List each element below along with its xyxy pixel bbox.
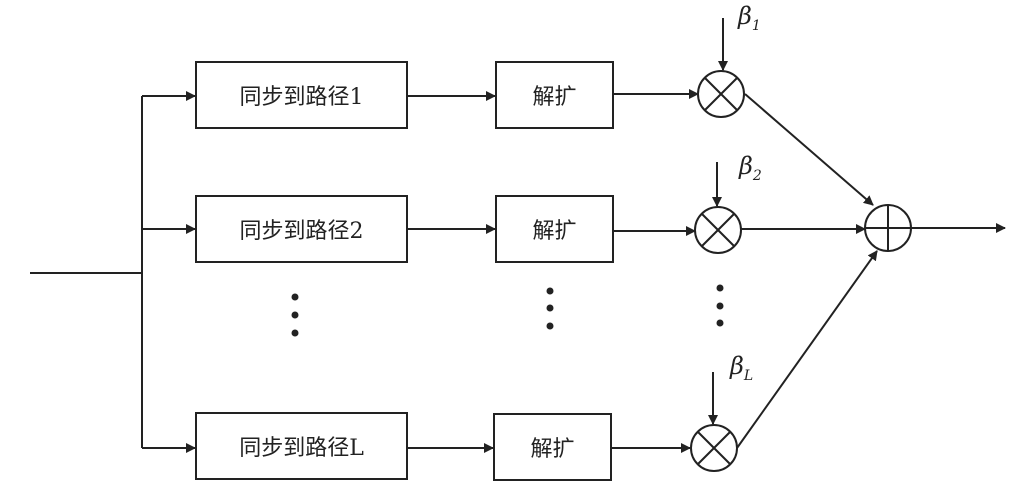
sync-path-1-block: 同步到路径1: [195, 61, 408, 129]
despread-2-block: 解扩: [495, 195, 614, 263]
despread-L-block: 解扩: [493, 413, 612, 481]
sync-path-2-block: 同步到路径2: [195, 195, 408, 263]
circled-times-icon: [697, 70, 745, 118]
vertical-ellipsis-icon: [291, 293, 299, 337]
despread-1-block: 解扩: [495, 61, 614, 129]
arrow-mult-sum-1: [744, 93, 874, 206]
arrow-mult-sum-L: [736, 250, 878, 449]
circled-times-icon: [694, 206, 742, 254]
weight-label-1: β1: [738, 2, 761, 34]
weight-label-2: β2: [739, 152, 762, 184]
sync-path-L-block: 同步到路径L: [195, 412, 408, 480]
vertical-ellipsis-icon: [546, 287, 554, 330]
weight-label-L: βL: [730, 352, 754, 384]
circled-plus-icon: [864, 204, 912, 252]
circled-times-icon: [690, 424, 738, 472]
vertical-ellipsis-icon: [716, 284, 724, 327]
